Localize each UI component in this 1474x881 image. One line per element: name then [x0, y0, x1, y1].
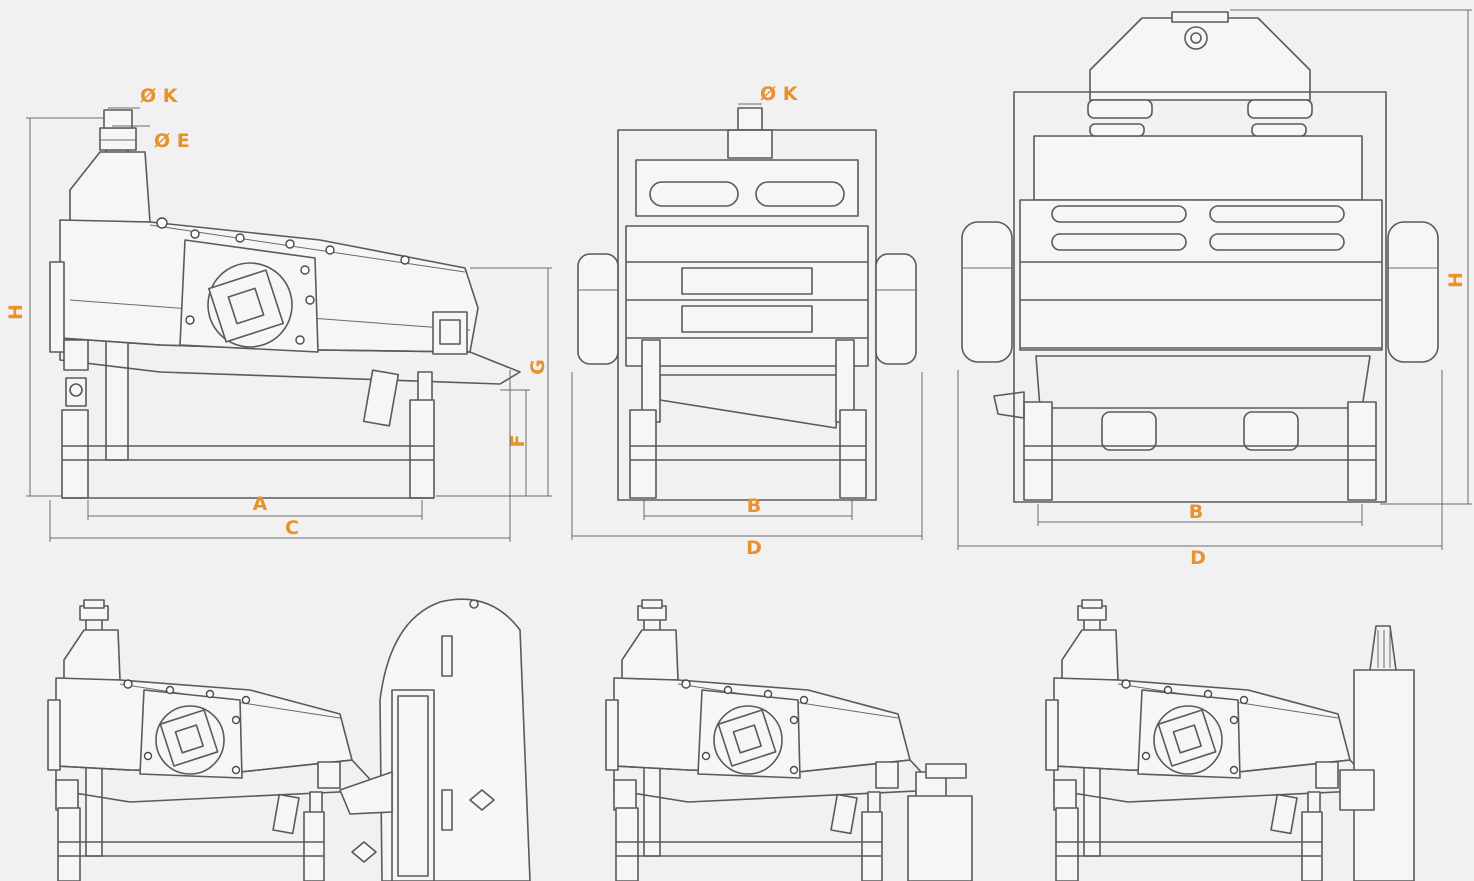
dimension-label-d-aspiration: D	[1190, 547, 1206, 569]
variant-with-filter-drawing	[1045, 599, 1415, 881]
dimension-label-dia-k-front: Ø K	[760, 83, 799, 105]
dimension-labels: Ø K Ø E Ø K H A C G F B D B D H	[5, 83, 1467, 569]
variant-with-cyclone-drawing	[47, 598, 531, 881]
variant-with-fan-drawing	[605, 599, 973, 881]
aspiration-front-view-dimension-lines	[957, 9, 1472, 550]
dimension-label-dia-e: Ø E	[154, 130, 190, 152]
dimension-label-dia-k: Ø K	[140, 85, 179, 107]
dimension-label-f: F	[507, 435, 529, 448]
aspiration-front-view-drawing	[961, 11, 1439, 503]
dimension-label-h-aspiration: H	[1445, 272, 1467, 288]
dimension-label-b-aspiration: B	[1189, 501, 1203, 523]
front-view-drawing	[577, 107, 917, 501]
dimension-label-b-front: B	[747, 495, 761, 517]
front-view-dimension-lines	[571, 103, 923, 540]
side-view-dimension-lines	[26, 107, 552, 542]
dimension-label-a: A	[253, 493, 268, 515]
dimension-label-d-front: D	[746, 537, 762, 559]
side-view-drawing	[49, 109, 521, 499]
dimension-label-h: H	[5, 304, 27, 320]
dimension-label-c: C	[285, 517, 299, 539]
dimension-label-g: G	[527, 359, 549, 375]
